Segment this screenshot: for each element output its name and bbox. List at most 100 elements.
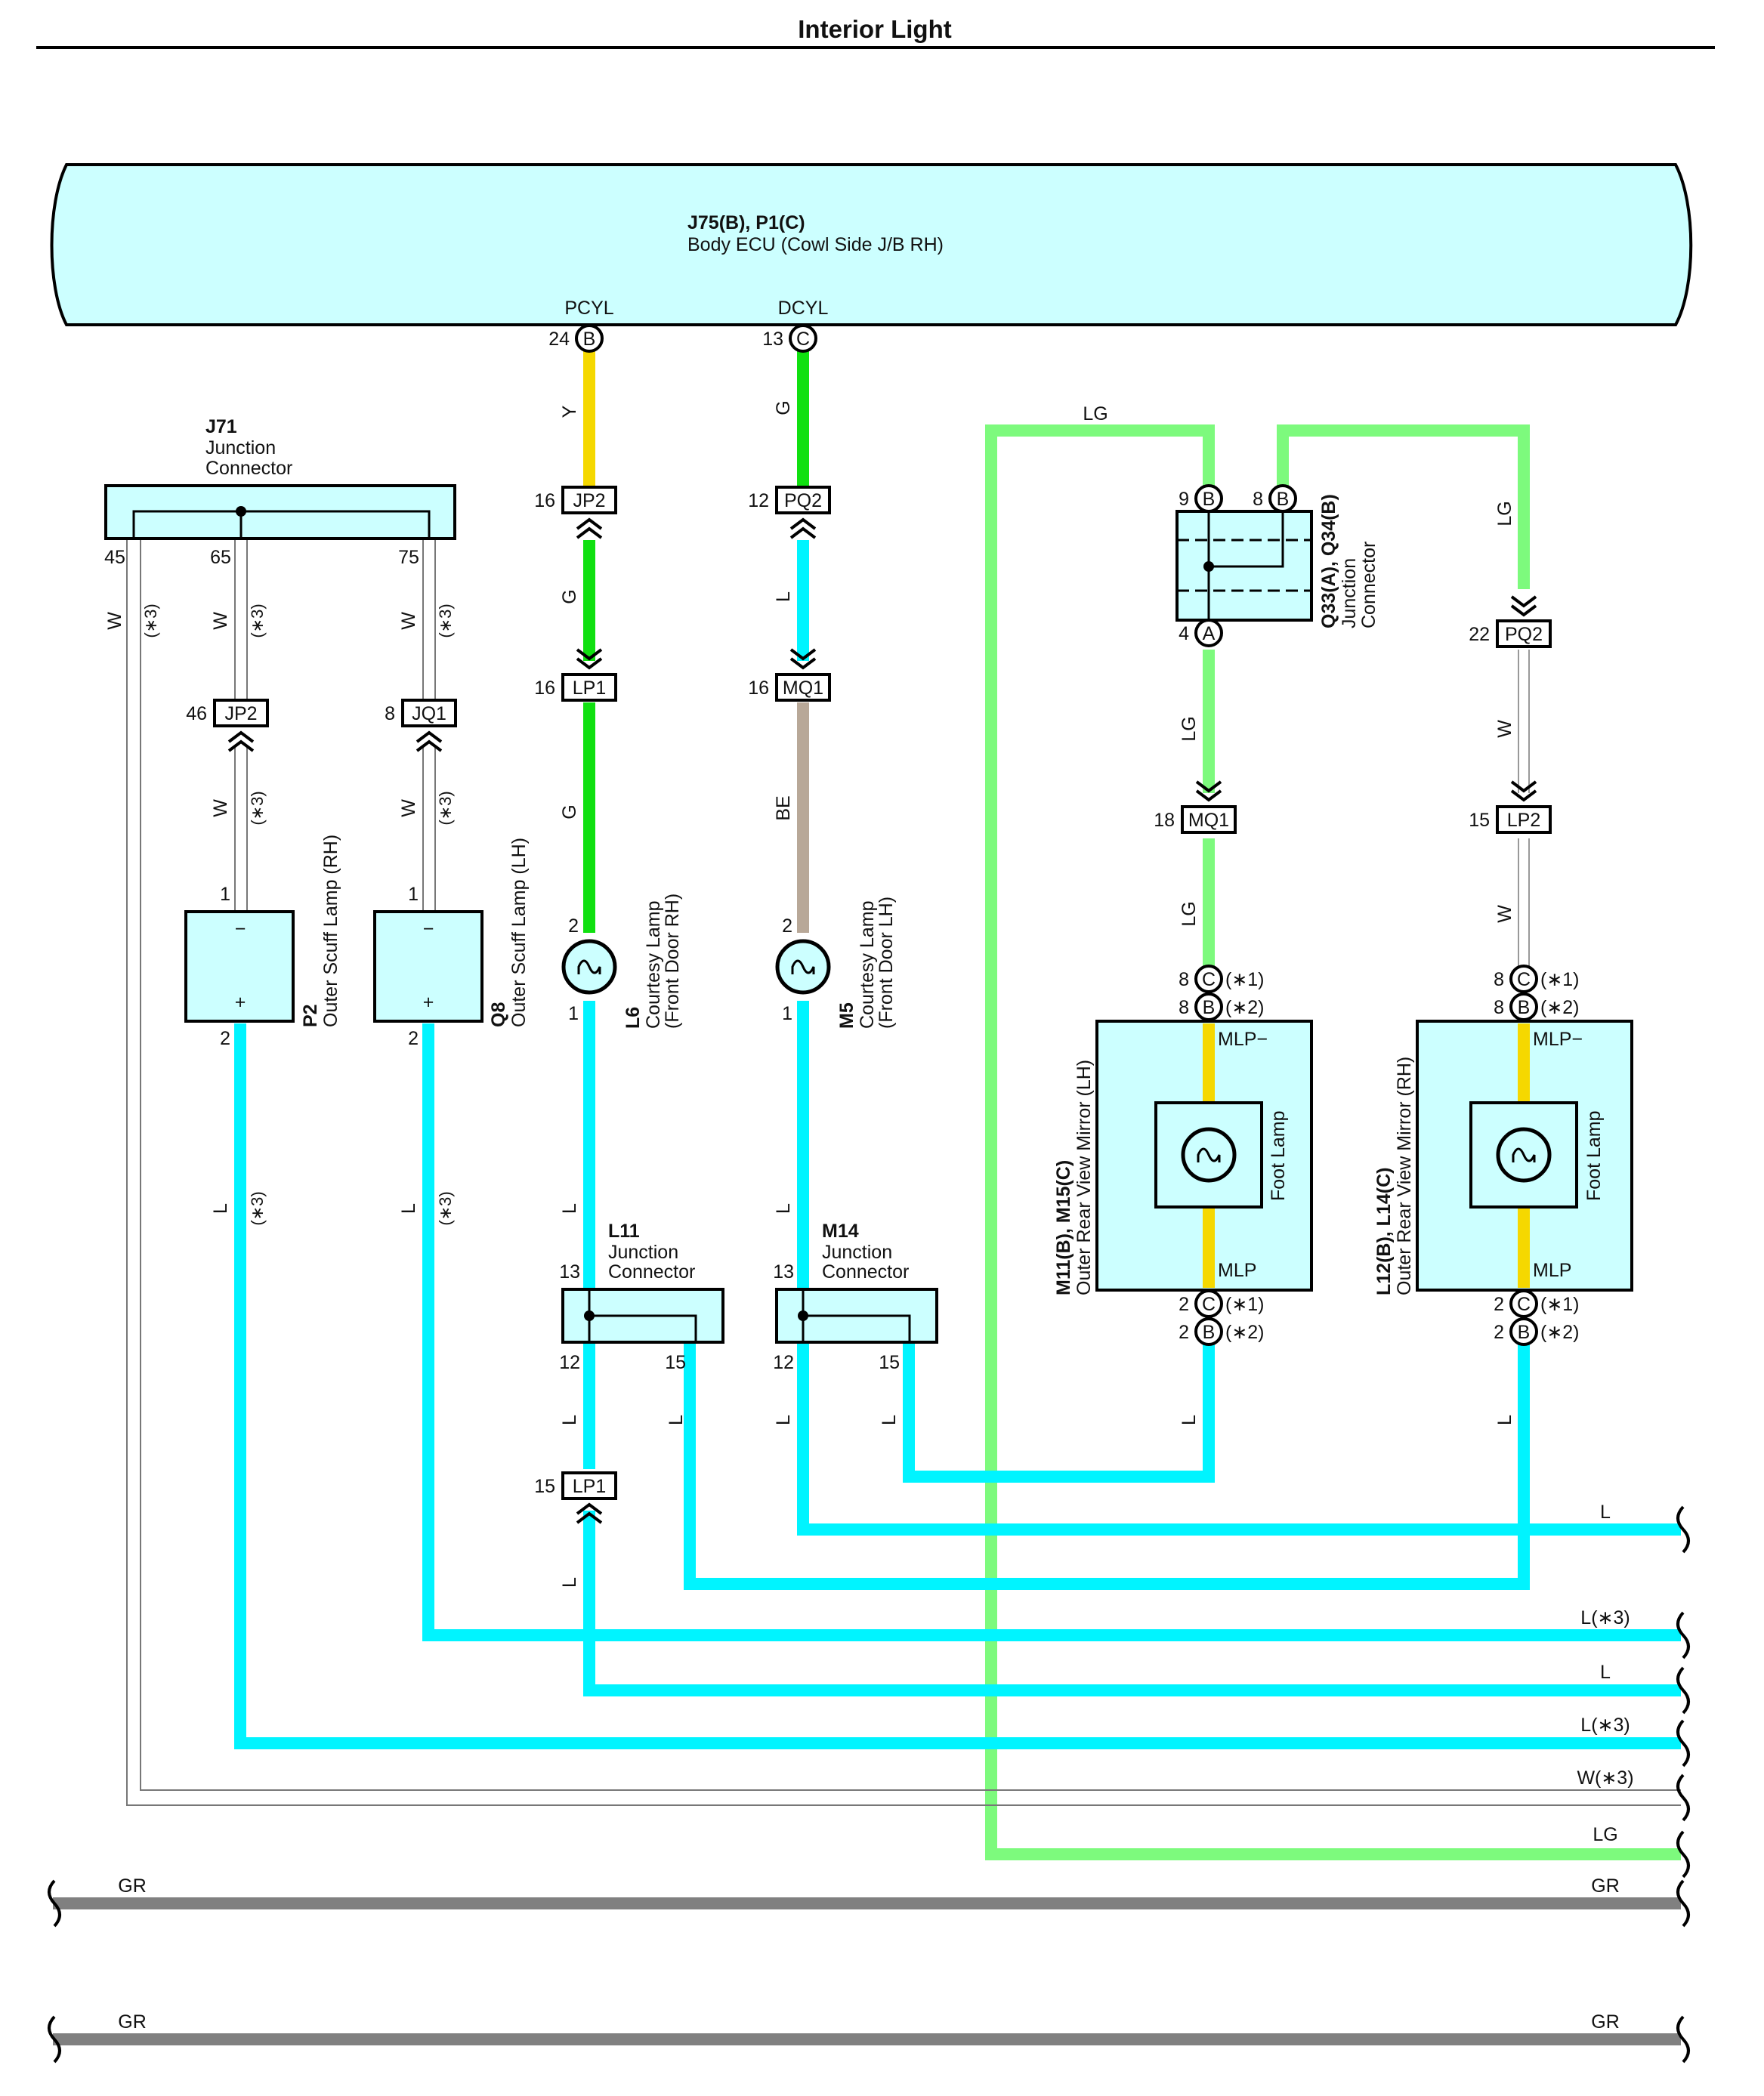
label-l-mirror-rh: L [1494, 1415, 1515, 1425]
m14-pin-13: 13 [773, 1261, 794, 1283]
chevron-up-icon [576, 1502, 603, 1524]
p2-minus: − [235, 918, 246, 940]
label-lg-mid2: LG [1179, 901, 1200, 926]
label-w8: W [398, 799, 419, 817]
break-mark-1 [1676, 1505, 1690, 1554]
pin-circle-b24 [575, 324, 604, 353]
mirror-lh-foot-lamp: MLP− MLP Foot Lamp M11(B), M15(C) Outer … [1053, 965, 1313, 1346]
mirror-lh-pin-b2-letter: B [1203, 1322, 1216, 1343]
conn-mq1-left-label: MQ1 [783, 678, 823, 699]
cont-label-1: L [1600, 1502, 1611, 1523]
j71-junction-connector: J71 Junction Connector 45 65 75 [104, 416, 456, 568]
q33-code: Q33(A), Q34(B) [1318, 494, 1339, 628]
conn-jp2-top-pin: 16 [534, 490, 555, 511]
conn-jp2-left-box [213, 699, 269, 727]
label-lg-mid1: LG [1179, 716, 1200, 741]
j71-busbar [132, 510, 431, 538]
q33-name-2: Connector [1358, 542, 1379, 628]
wire-l-mirror-rh-l11 [684, 1331, 1530, 1590]
mirror-rh-pin-c8-num: 8 [1494, 969, 1504, 990]
label-s46: (∗3) [248, 791, 267, 825]
conn-mq1-mid-label: MQ1 [1188, 810, 1229, 831]
mirror-lh-mlp: MLP [1218, 1260, 1256, 1281]
chevron-up-icon [789, 517, 817, 539]
wire-l-q8-out [422, 1023, 1681, 1641]
chevron-down-icon [1510, 595, 1537, 617]
q33-pin-letter-9: B [1203, 489, 1216, 510]
break-mark-4 [1676, 1719, 1690, 1767]
q33-pin-circle-8 [1268, 484, 1297, 513]
wire-l-m14-out [797, 1341, 1681, 1536]
label-lg-top: LG [1083, 403, 1108, 424]
chevron-up-icon [227, 730, 255, 752]
p2-outer-scuff-lamp-rh: − + 1 2 P2 Outer Scuff Lamp (RH) [184, 835, 341, 1049]
conn-pq2-top-label: PQ2 [784, 490, 822, 511]
label-l-p2: L [210, 1203, 231, 1214]
label-w75: W [398, 612, 419, 630]
mirror-rh-pin-c2-circle [1509, 1289, 1538, 1318]
conn-pq2-top-pin: 12 [748, 490, 769, 511]
conn-lp1-top-pin: 16 [534, 678, 555, 699]
l11-code: L11 [608, 1221, 640, 1242]
mirror-rh-mlp-minus: MLP− [1533, 1029, 1583, 1050]
mirror-rh-name: Outer Rear View Mirror (RH) [1394, 1057, 1415, 1295]
l6-pin-1: 1 [568, 1003, 579, 1024]
q33-node [1203, 561, 1214, 572]
l11-pin-15: 15 [665, 1352, 686, 1373]
label-s65: (∗3) [248, 603, 267, 637]
l6-pin-2: 2 [568, 915, 579, 937]
q33-pin-circle-9 [1194, 484, 1223, 513]
mirror-lh-pin-b8-note: (∗2) [1225, 997, 1265, 1018]
mirror-rh-filament-icon [1512, 1147, 1536, 1162]
mirror-lh-pin-c2-num: 2 [1179, 1294, 1189, 1315]
conn-mq1-left-pin: 16 [748, 678, 769, 699]
q8-outer-scuff-lamp-lh: − + 1 2 Q8 Outer Scuff Lamp (LH) [373, 838, 530, 1049]
q8-pin-2: 2 [408, 1028, 419, 1049]
mirror-lh-filament-icon [1197, 1147, 1221, 1162]
wire-l-p2-out [234, 1023, 1681, 1749]
label-l-m14-15: L [879, 1415, 900, 1425]
left-label-2: GR [118, 2011, 147, 2033]
p2-name: Outer Scuff Lamp (RH) [320, 835, 341, 1027]
m5-courtesy-lamp: 2 1 M5 Courtesy Lamp (Front Door LH) [775, 897, 897, 1029]
q33-pin-num-9: 9 [1179, 489, 1189, 510]
l6-name-1: Courtesy Lamp [643, 900, 664, 1029]
m5-name-2: (Front Door LH) [876, 897, 897, 1029]
m5-pin-1: 1 [782, 1003, 792, 1024]
ecu-code: J75(B), P1(C) [687, 212, 805, 233]
mirror-lh-name: Outer Rear View Mirror (LH) [1074, 1060, 1095, 1295]
break-mark-2 [1676, 1611, 1690, 1659]
cont-label-5: W(∗3) [1577, 1767, 1633, 1789]
break-mark-6 [1676, 1830, 1690, 1878]
cont-label-7: GR [1591, 1875, 1620, 1897]
conn-pq2-right-label: PQ2 [1505, 624, 1543, 645]
mirror-rh-pin-b2-circle [1509, 1317, 1538, 1346]
l6-name-2: (Front Door RH) [662, 894, 683, 1029]
mirror-rh-pin-c8-circle [1509, 965, 1538, 993]
mirror-rh-pin-b8-circle [1509, 992, 1538, 1021]
label-s8: (∗3) [436, 791, 455, 825]
mirror-rh-mlp: MLP [1533, 1260, 1571, 1281]
l11-pin-12: 12 [559, 1352, 580, 1373]
q33-q34-junction-connector: B 9 B 8 A 4 Q33(A), Q34(B) Junction Conn… [1175, 484, 1379, 647]
page-title: Interior Light [798, 15, 951, 43]
label-l-lp1: L [559, 1577, 580, 1588]
q8-plus: + [423, 992, 434, 1013]
chevron-down-icon [576, 648, 603, 670]
q33-pin-circle-4 [1194, 619, 1223, 647]
label-l-mirror-lh: L [1179, 1415, 1200, 1425]
j71-name-2: Connector [205, 458, 292, 479]
label-l-q8: L [398, 1203, 419, 1214]
conn-mq1-left-box [775, 673, 831, 702]
label-g2: G [559, 804, 580, 819]
label-w46: W [210, 799, 231, 817]
pin-letter-c13: C [796, 329, 810, 350]
mirror-rh-pin-c2-num: 2 [1494, 1294, 1504, 1315]
q33-pin-num-4: 4 [1179, 623, 1189, 644]
label-w45: W [104, 612, 125, 630]
body-ecu-box [50, 163, 1693, 326]
p2-pin-2: 2 [220, 1028, 230, 1049]
mirror-rh-pin-c8-note: (∗1) [1540, 969, 1580, 990]
label-be: BE [773, 795, 794, 820]
label-g3: G [773, 400, 794, 415]
